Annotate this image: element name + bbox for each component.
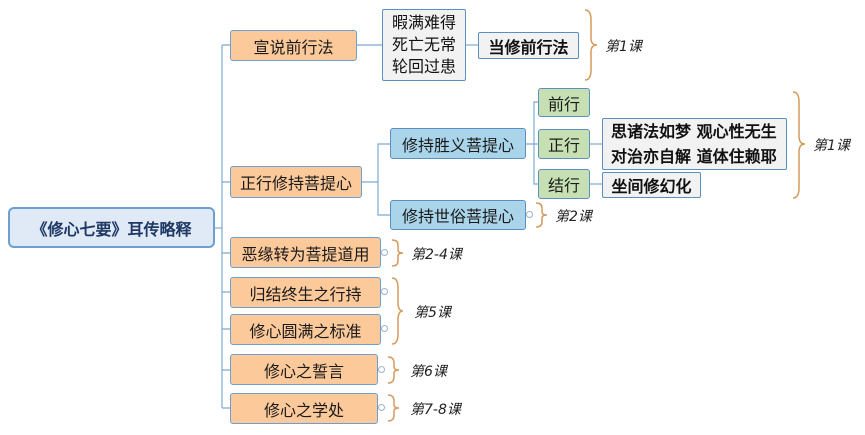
prelim-line: 轮回过患: [391, 57, 456, 76]
stage-preliminary[interactable]: 前行: [538, 88, 590, 117]
branch-label: 修心之学处: [263, 400, 344, 420]
branch-label: 恶缘转为菩提道用: [241, 244, 370, 264]
relative-label: 修持世俗菩提心: [401, 207, 514, 226]
collapse-toggle-icon[interactable]: [378, 404, 385, 411]
branch-label: 正行修持菩提心: [239, 174, 352, 193]
branch-adverse[interactable]: 恶缘转为菩提道用: [230, 237, 381, 268]
prelim-line: 暇满难得: [391, 13, 456, 32]
branch-lifetime[interactable]: 归结终生之行持: [230, 277, 381, 308]
collapse-toggle-icon[interactable]: [526, 211, 533, 218]
stage-label: 结行: [547, 176, 580, 195]
branch-precepts[interactable]: 修心之学处: [230, 393, 378, 424]
relative-bodhicitta[interactable]: 修持世俗菩提心: [390, 200, 526, 230]
collapse-toggle-icon[interactable]: [381, 288, 388, 295]
root-topic-label: 《修心七要》耳传略释: [31, 219, 192, 239]
root-topic[interactable]: 《修心七要》耳传略释: [8, 207, 215, 248]
stage-label: 前行: [547, 94, 580, 114]
branch-main-practice[interactable]: 正行修持菩提心: [230, 166, 362, 198]
stage-main[interactable]: 正行: [538, 129, 590, 159]
lesson-note: 第1课: [813, 138, 850, 154]
main-practice-leaf[interactable]: 思诸法如梦 观心性无生 对治亦自解 道体住赖耶: [602, 118, 787, 170]
stage-label: 正行: [547, 136, 580, 155]
prelim-leaf[interactable]: 当修前行法: [478, 32, 579, 59]
branch-label: 修心圆满之标准: [249, 321, 362, 341]
branch-prelim[interactable]: 宣说前行法: [230, 30, 357, 61]
post-practice-label: 坐间修幻化: [611, 177, 692, 196]
branch-vows[interactable]: 修心之誓言: [230, 354, 378, 385]
lesson-note: 第5课: [414, 305, 451, 321]
prelim-topics[interactable]: 暇满难得 死亡无常 轮回过患: [382, 9, 466, 81]
main-practice-line: 思诸法如梦 观心性无生: [611, 122, 777, 141]
lesson-note: 第2-4课: [411, 247, 462, 263]
ultimate-bodhicitta[interactable]: 修持胜义菩提心: [390, 128, 526, 159]
branch-label: 归结终生之行持: [249, 284, 362, 304]
branch-label: 修心之誓言: [263, 361, 344, 381]
main-practice-line: 对治亦自解 道体住赖耶: [611, 147, 777, 166]
lesson-note: 第2课: [555, 209, 592, 225]
lesson-note: 第1课: [605, 39, 642, 55]
collapse-toggle-icon[interactable]: [381, 325, 388, 332]
prelim-line: 死亡无常: [391, 35, 456, 54]
collapse-toggle-icon[interactable]: [378, 366, 385, 373]
branch-label: 宣说前行法: [253, 37, 334, 57]
post-practice-leaf[interactable]: 坐间修幻化: [602, 172, 701, 198]
prelim-leaf-label: 当修前行法: [488, 37, 569, 57]
collapse-toggle-icon[interactable]: [381, 249, 388, 256]
ultimate-label: 修持胜义菩提心: [401, 135, 514, 155]
branch-standard[interactable]: 修心圆满之标准: [230, 314, 381, 345]
lesson-note: 第6课: [410, 364, 447, 380]
lesson-note: 第7-8课: [410, 402, 461, 418]
stage-post[interactable]: 结行: [538, 169, 590, 199]
